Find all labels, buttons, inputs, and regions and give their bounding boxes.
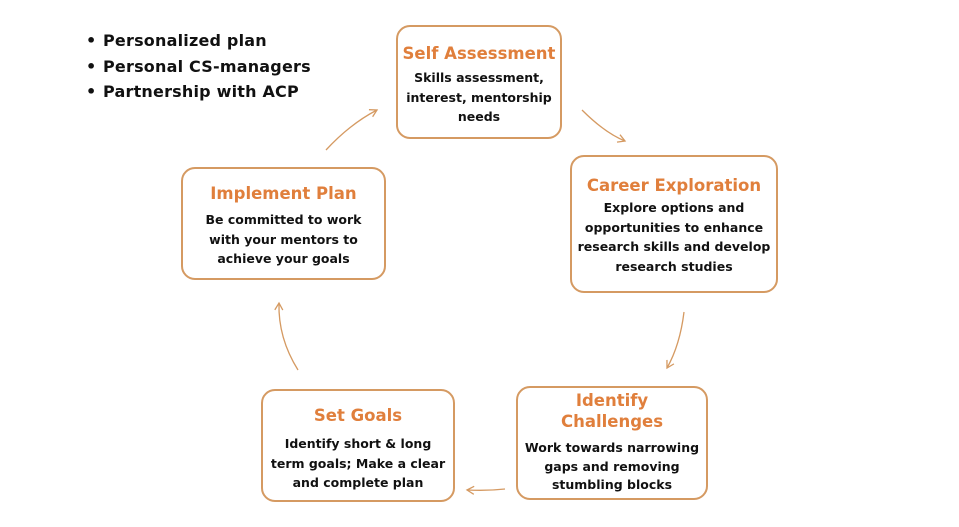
- description-line: research skills and develop: [577, 239, 771, 254]
- implement-plan-description: Be committed to work with your mentors t…: [183, 210, 384, 269]
- description-line: gaps and removing: [544, 458, 680, 474]
- identify-challenges-box: Identify Challenges Work towards narrowi…: [516, 386, 708, 500]
- set-goals-description: Identify short & long term goals; Make a…: [263, 434, 453, 493]
- career-exploration-description: Explore options and opportunities to enh…: [572, 198, 776, 276]
- self-assessment-box: Self Assessment Skills assessment, inter…: [396, 25, 562, 139]
- arrow-implement-to-self: [325, 109, 379, 151]
- arrow-self-to-career: [581, 109, 627, 143]
- career-exploration-box: Career Exploration Explore options and o…: [570, 155, 778, 293]
- arrow-career-to-challenges: [666, 311, 685, 370]
- implement-plan-box: Implement Plan Be committed to work with…: [181, 167, 386, 280]
- cropped-heading: [100, 0, 640, 4]
- self-assessment-title: Self Assessment: [402, 44, 556, 63]
- description-line: Skills assessment,: [414, 70, 544, 85]
- description-line: with your mentors to: [209, 231, 358, 247]
- description-line: interest, mentorship: [406, 89, 552, 105]
- description-line: stumbling blocks: [551, 477, 673, 492]
- description-line: term goals; Make a clear: [270, 455, 446, 471]
- identify-challenges-description: Work towards narrowing gaps and removing…: [518, 439, 706, 495]
- bullet-item: Personal CS-managers: [86, 54, 311, 80]
- description-line: needs: [457, 109, 501, 124]
- description-line: Identify short & long: [284, 436, 432, 451]
- description-line: Be committed to work: [205, 212, 362, 227]
- description-line: opportunities to enhance: [584, 219, 764, 235]
- title-line: Challenges: [560, 412, 664, 431]
- bullet-item: Personalized plan: [86, 28, 311, 54]
- implement-plan-title: Implement Plan: [210, 184, 357, 203]
- arrow-goals-to-implement: [274, 301, 299, 371]
- bullet-item: Partnership with ACP: [86, 79, 311, 105]
- description-line: Explore options and: [603, 200, 745, 215]
- set-goals-box: Set Goals Identify short & long term goa…: [261, 389, 455, 502]
- self-assessment-description: Skills assessment, interest, mentorship …: [398, 68, 560, 127]
- description-line: achieve your goals: [217, 251, 350, 266]
- identify-challenges-title: Identify Challenges: [518, 390, 706, 432]
- title-line: Identify: [575, 391, 649, 410]
- description-line: Work towards narrowing: [524, 440, 700, 455]
- bullet-list: Personalized plan Personal CS-managers P…: [86, 28, 311, 105]
- description-line: research studies: [615, 258, 733, 274]
- career-exploration-title: Career Exploration: [586, 176, 762, 195]
- set-goals-title: Set Goals: [313, 406, 403, 425]
- arrow-challenges-to-goals: [465, 485, 506, 495]
- description-line: and complete plan: [292, 475, 424, 490]
